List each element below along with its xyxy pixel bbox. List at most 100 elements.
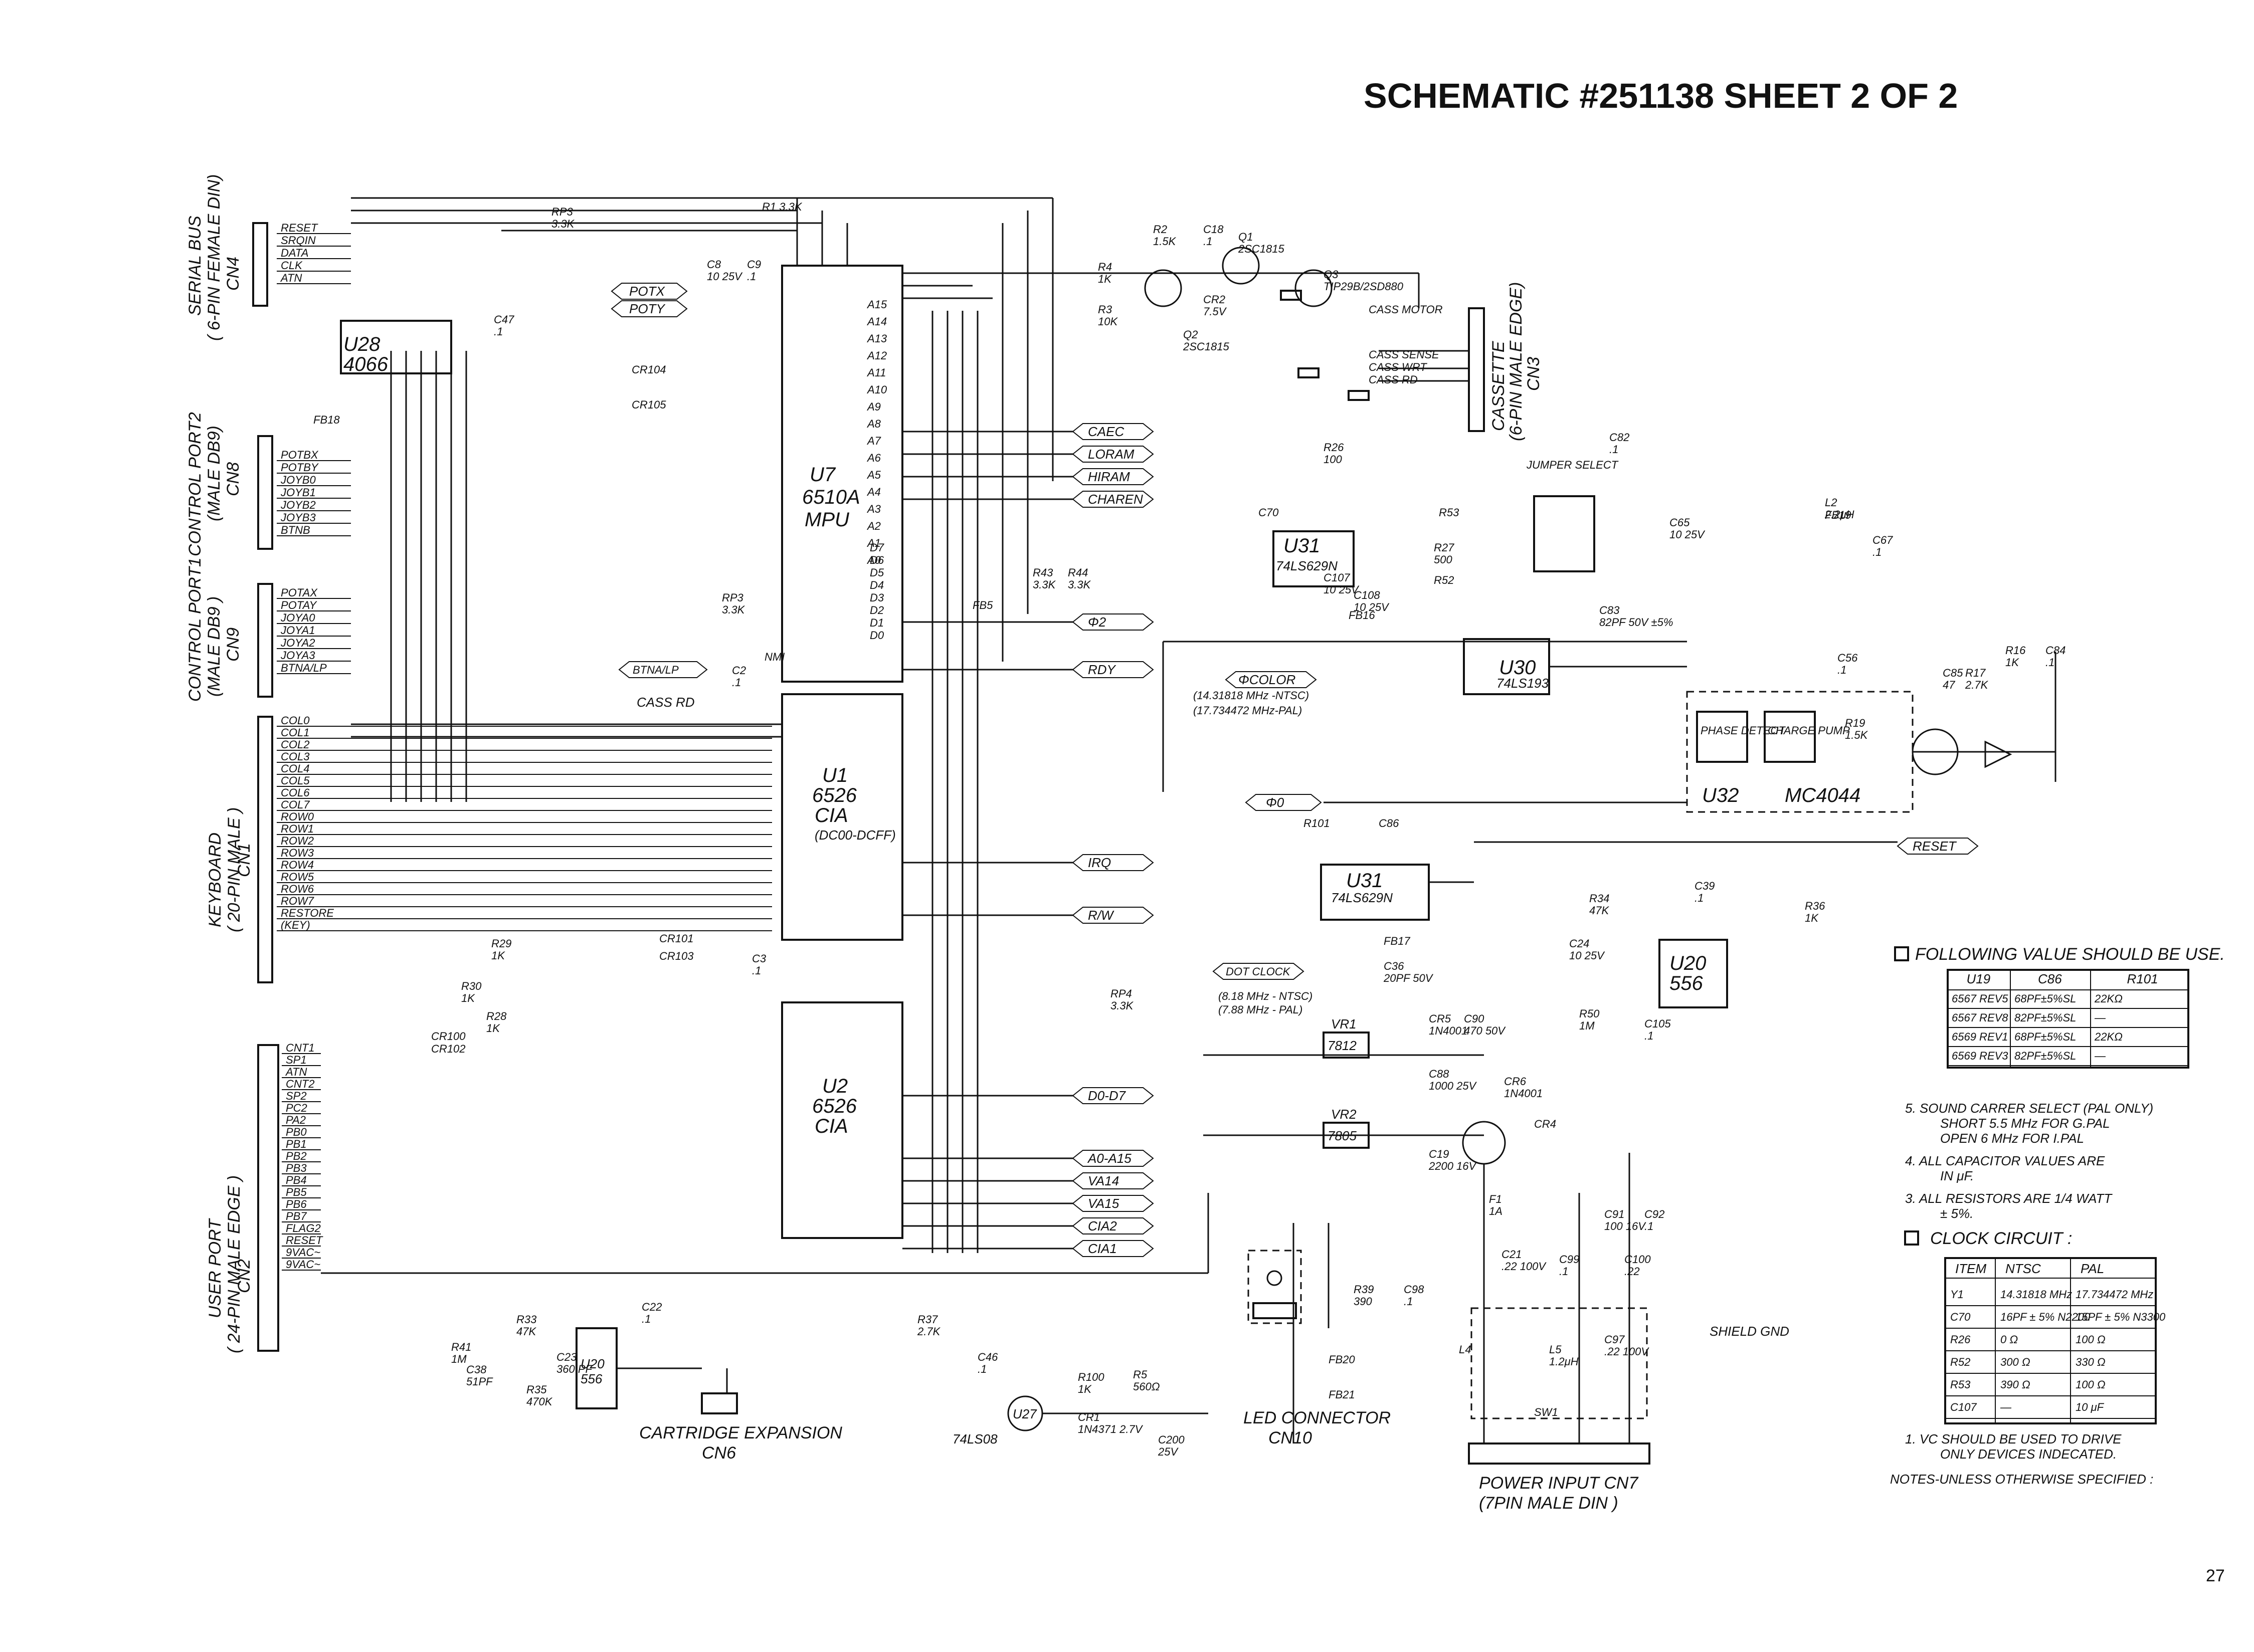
cn1-pin-1: COL1 [281, 726, 309, 739]
table1-header-2: R101 [2127, 971, 2158, 986]
cn4-pin-2: DATA [281, 247, 308, 259]
u1-ref: U1 [822, 764, 848, 786]
part-label-36: C39 [1695, 880, 1715, 892]
part-value-45: 360 PF [556, 1363, 593, 1375]
u7-pin-A4: A4 [866, 486, 881, 498]
tag-charen-label: CHAREN [1088, 492, 1143, 507]
cn1-pin-4: COL4 [281, 762, 309, 775]
svg-text:7812: 7812 [1328, 1038, 1357, 1053]
tag-potx: POTX [611, 283, 688, 300]
part-value-34: 1M [1579, 1019, 1595, 1032]
tag-caec-label: CAEC [1088, 424, 1124, 439]
u7-pin-D7: D7 [870, 541, 884, 554]
cn2-pin-17: 9VAC~ [286, 1246, 320, 1259]
tag-reset [1897, 838, 1979, 855]
tag-cia2-label: CIA2 [1088, 1218, 1117, 1233]
part-label-74: L4 [1459, 1343, 1471, 1356]
part-value-22: 1K [486, 1022, 500, 1035]
part-value-15: 2SC1815 [1183, 340, 1230, 353]
cn8-pin-6: BTNB [281, 524, 310, 536]
part-label-34: R50 [1579, 1007, 1600, 1020]
bridge-cr4 [1462, 1121, 1506, 1165]
part-label-33: C24 [1569, 937, 1589, 950]
part-value-84: 10 25V [1324, 583, 1360, 596]
table2-cell-5-0: C107 [1950, 1401, 1977, 1413]
u7-pin-A6: A6 [866, 452, 881, 464]
u7-pin-D6: D6 [870, 554, 884, 566]
part-label-79: C98 [1404, 1283, 1424, 1296]
svg-text:OPEN 6 MHz FOR I.PAL: OPEN 6 MHz FOR I.PAL [1940, 1131, 2084, 1146]
part-value-20: 1K [491, 949, 505, 962]
cn8-pin-1: POTBY [281, 461, 319, 474]
cn1-pin-16: RESTORE [281, 907, 334, 919]
part-label-89: FB16 [1349, 609, 1375, 622]
cass-wrt-label: CASS WRT [1369, 361, 1427, 373]
cn8-desc: (MALE DB9) [205, 426, 224, 521]
table2-cell-3-2: 330 Ω [2076, 1356, 2106, 1368]
part-value-8: 1.5K [1153, 235, 1177, 248]
cn2-pin-14: PB7 [286, 1210, 307, 1222]
table2-cell-3-1: 300 Ω [2000, 1356, 2030, 1368]
part-label-88: C108 [1354, 589, 1380, 601]
tag-poty: POTY [611, 300, 688, 317]
tag-va14-label: VA14 [1088, 1173, 1119, 1188]
u7-pin-D2: D2 [870, 604, 884, 616]
table1-cell-1-2: — [2094, 1011, 2106, 1024]
part-value-68: 1A [1489, 1205, 1502, 1217]
tag-rw-label: R/W [1088, 908, 1114, 923]
tag-va15-label: VA15 [1088, 1196, 1119, 1211]
tag-hiram-label: HIRAM [1088, 469, 1130, 484]
cn9-name: CONTROL PORT1 [185, 557, 205, 702]
part-value-56: 1K [2005, 656, 2019, 669]
part-label-51: L2 [1825, 496, 1837, 509]
part-value-53: .1 [1872, 546, 1882, 558]
part-label-55: C83 [1599, 604, 1620, 616]
part-value-57: .1 [2045, 656, 2054, 669]
cn4-id: CN4 [224, 257, 243, 291]
cn8-pin-3: JOYB1 [280, 486, 316, 499]
cn2-pin-2: ATN [285, 1066, 307, 1078]
svg-text:5. SOUND CARRER SELECT (PAL O: 5. SOUND CARRER SELECT (PAL ONLY) [1905, 1101, 2153, 1116]
u7-pin-A0: A0 [866, 554, 881, 566]
part-value-44: 47K [516, 1325, 536, 1338]
svg-text:556: 556 [1669, 972, 1703, 994]
cn9-pin-3: JOYA1 [280, 624, 315, 637]
part-value-90: 3.3K [1033, 578, 1056, 591]
u2-part: 6526 [812, 1095, 857, 1117]
part-value-70: .1 [1644, 1220, 1653, 1232]
power-label: POWER INPUT CN7 [1479, 1474, 1638, 1493]
part-label-22: R28 [486, 1010, 507, 1022]
chip-u27: U27 74LS08 [953, 1395, 1043, 1447]
svg-text:CLOCK CIRCUIT :: CLOCK CIRCUIT : [1930, 1229, 2072, 1248]
u7-pin-D4: D4 [870, 579, 884, 591]
part-value-61: .1 [1837, 664, 1846, 676]
part-value-55: 82PF 50V ±5% [1599, 616, 1673, 629]
cn1-pin-5: COL5 [281, 774, 310, 787]
part-label-32: R34 [1589, 892, 1609, 905]
cn2-pin-0: CNT1 [286, 1042, 314, 1054]
part-label-53: C67 [1872, 534, 1893, 546]
part-value-13: 10K [1098, 315, 1118, 328]
part-label-85: R53 [1439, 506, 1459, 519]
table2-cell-4-2: 100 Ω [2076, 1378, 2106, 1391]
part-label-20: R29 [491, 937, 511, 950]
part-value-66: 2200 16V [1428, 1160, 1477, 1172]
svg-text:BTNA/LP: BTNA/LP [633, 664, 679, 676]
part-label-47: C22 [642, 1301, 662, 1313]
cn4-pin-1: SRQIN [281, 234, 316, 247]
cn8-pin-5: JOYB3 [280, 511, 316, 524]
cn9-pin-0: POTAX [281, 586, 318, 599]
cn1-name: KEYBOARD [206, 833, 225, 927]
cn1-pin-15: ROW7 [281, 895, 314, 907]
part-label-24: CR103 [659, 950, 694, 962]
tag-cia1-label: CIA1 [1088, 1241, 1117, 1256]
part-label-44: R33 [516, 1313, 537, 1326]
u7-pin-D1: D1 [870, 616, 884, 629]
part-value-91: 3.3K [1068, 578, 1091, 591]
cn1-pin-11: ROW3 [281, 847, 314, 859]
part-value-48: 1M [451, 1353, 467, 1365]
table2-cell-4-1: 390 Ω [2000, 1378, 2030, 1391]
part-value-10: 2SC1815 [1238, 243, 1285, 255]
svg-text:4. ALL CAPACITOR VALUES ARE: 4. ALL CAPACITOR VALUES ARE [1905, 1153, 2105, 1168]
cn2-pin-6: PA2 [286, 1114, 306, 1126]
